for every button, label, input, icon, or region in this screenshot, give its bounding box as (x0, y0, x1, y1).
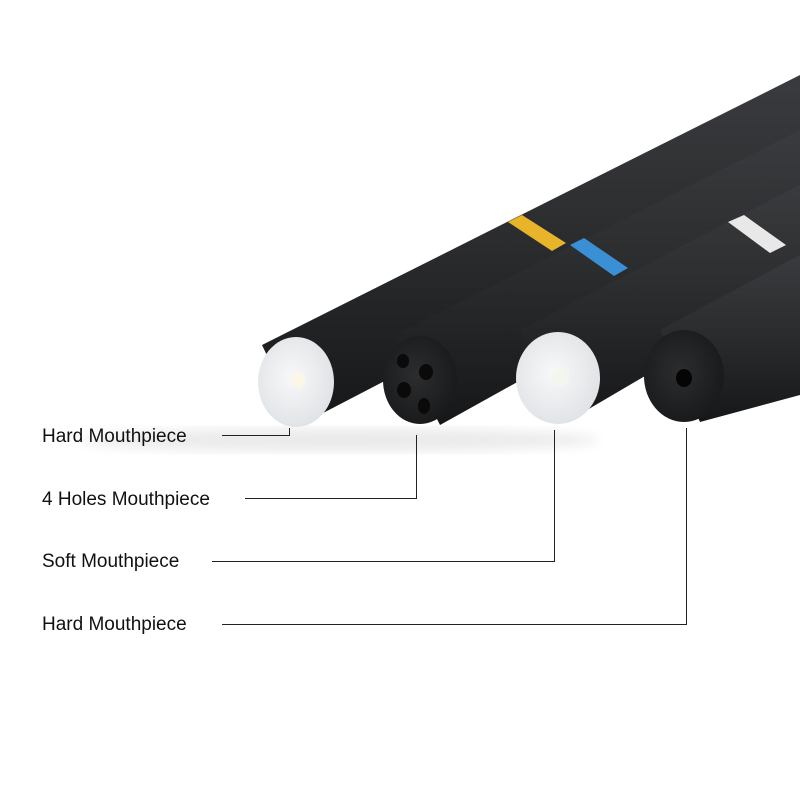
stick-4 (644, 255, 800, 422)
callout-line-1 (222, 435, 290, 436)
callout-line-4 (222, 624, 687, 625)
callout-label-hard-mouthpiece-2: Hard Mouthpiece (42, 614, 187, 635)
callout-label-soft-mouthpiece: Soft Mouthpiece (42, 551, 180, 572)
callout-line-3 (212, 561, 555, 562)
ring-white (728, 215, 786, 253)
ring-yellow (508, 215, 566, 251)
callout-line-1-vertical (289, 428, 290, 436)
callout-line-2 (245, 498, 417, 499)
stick-3 (516, 185, 800, 424)
callout-line-4-vertical (686, 428, 687, 625)
callout-line-2-vertical (416, 435, 417, 499)
ring-blue (570, 238, 628, 276)
stick-2 (383, 130, 800, 425)
callout-label-hard-mouthpiece-1: Hard Mouthpiece (42, 426, 187, 447)
callout-line-3-vertical (554, 430, 555, 562)
callout-label-4-holes-mouthpiece: 4 Holes Mouthpiece (42, 489, 210, 510)
